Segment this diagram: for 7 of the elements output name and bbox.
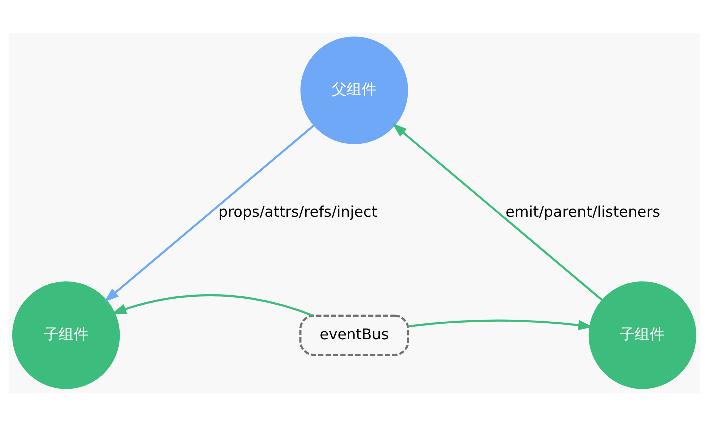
arrow	[104, 124, 315, 302]
edge-label: props/attrs/refs/inject	[218, 204, 378, 221]
node-circle: 子组件	[588, 282, 697, 390]
edge-label: emit/parent/listeners	[506, 204, 660, 221]
arrow	[112, 294, 314, 317]
node-box: eventBus	[300, 314, 410, 356]
arrow	[392, 124, 603, 302]
